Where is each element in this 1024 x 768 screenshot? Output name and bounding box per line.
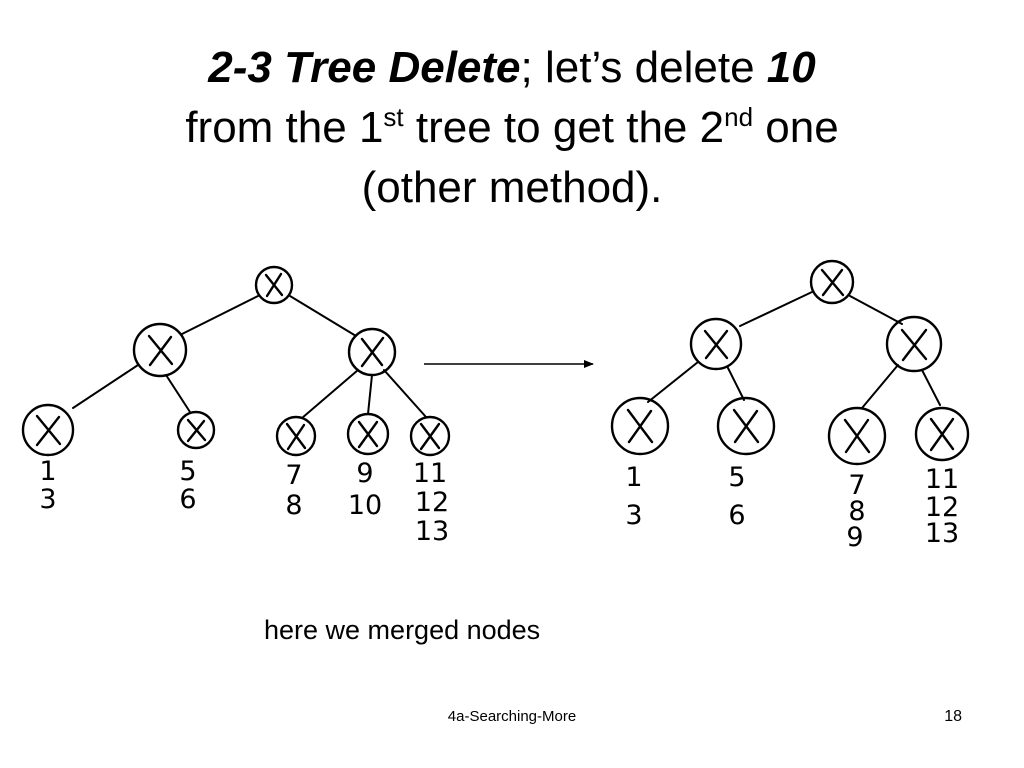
- leaf-value: 6: [179, 484, 196, 515]
- leaf-value: 3: [39, 484, 56, 515]
- title-superscript-nd: nd: [724, 102, 754, 132]
- tree-node: [885, 315, 943, 373]
- tree-edge: [849, 295, 903, 325]
- title-line-2: from the 1st tree to get the 2nd one: [0, 98, 1024, 158]
- leaf-value: 12: [925, 492, 959, 523]
- leaf-value: 11: [925, 464, 959, 495]
- leaf-value: 10: [348, 490, 382, 521]
- title-superscript-st: st: [383, 102, 404, 132]
- tree-edge: [367, 374, 373, 415]
- leaf-value: 6: [728, 500, 745, 531]
- tree-edge: [739, 291, 813, 327]
- tree-before-edges: [72, 295, 427, 419]
- leaf-value: 7: [285, 460, 302, 491]
- tree-edge: [647, 361, 699, 403]
- leaf-value: 9: [846, 522, 863, 553]
- tree-node: [409, 415, 451, 457]
- tree-after-edges: [647, 291, 941, 409]
- leaf-value: 5: [179, 456, 196, 487]
- slide-number: 18: [944, 708, 962, 725]
- leaf-value: 13: [415, 516, 449, 547]
- tree-node: [176, 410, 216, 450]
- title-emphasis: 2-3 Tree Delete: [208, 43, 521, 92]
- tree-node: [716, 396, 776, 456]
- tree-before-values: 1 3 5 6 7 8 9 10 11 12 13: [39, 456, 449, 547]
- tree-node: [809, 259, 855, 305]
- tree-edge: [383, 369, 427, 418]
- title-text-b: tree to get the 2: [403, 103, 725, 152]
- slide-title: 2-3 Tree Delete; let’s delete 10 from th…: [0, 38, 1024, 218]
- tree-node: [346, 412, 390, 456]
- leaf-value: 3: [625, 500, 642, 531]
- tree-node: [689, 317, 743, 371]
- tree-edge: [165, 374, 191, 413]
- tree-edge: [727, 367, 745, 401]
- tree-node: [132, 322, 188, 378]
- tree-before-nodes: [21, 265, 451, 457]
- tree-edge: [289, 295, 357, 337]
- tree-after-values: 1 3 5 6 7 8 9 11 12 13: [625, 462, 959, 553]
- tree-node: [914, 406, 970, 462]
- tree-after-nodes: [610, 259, 970, 466]
- title-number: 10: [766, 43, 816, 92]
- leaf-value: 9: [356, 458, 373, 489]
- tree-edge: [861, 364, 899, 409]
- footer-title: 4a-Searching-More: [447, 708, 577, 725]
- leaf-value: 13: [925, 518, 959, 549]
- tree-node: [610, 396, 670, 456]
- title-text: ; let’s delete: [520, 43, 767, 92]
- tree-edge: [301, 369, 359, 419]
- title-text-c: one: [753, 103, 839, 152]
- leaf-value: 8: [848, 496, 865, 527]
- tree-edge: [181, 295, 259, 335]
- leaf-value: 12: [415, 487, 449, 518]
- diagram-caption: here we merged nodes: [264, 615, 541, 645]
- tree-node: [347, 327, 397, 377]
- leaf-value: 8: [285, 490, 302, 521]
- tree-node: [254, 265, 294, 305]
- leaf-value: 1: [625, 462, 642, 493]
- tree-edge: [921, 369, 941, 406]
- leaf-value: 11: [413, 458, 447, 489]
- tree-node: [827, 406, 887, 466]
- tree-edge: [72, 364, 139, 409]
- leaf-value: 7: [848, 470, 865, 501]
- title-text-a: from the 1: [185, 103, 384, 152]
- leaf-value: 5: [728, 462, 745, 493]
- title-line-1: 2-3 Tree Delete; let’s delete 10: [0, 38, 1024, 98]
- leaf-value: 1: [39, 456, 56, 487]
- tree-node: [21, 403, 75, 457]
- title-line-3: (other method).: [361, 163, 663, 212]
- tree-node: [275, 415, 317, 457]
